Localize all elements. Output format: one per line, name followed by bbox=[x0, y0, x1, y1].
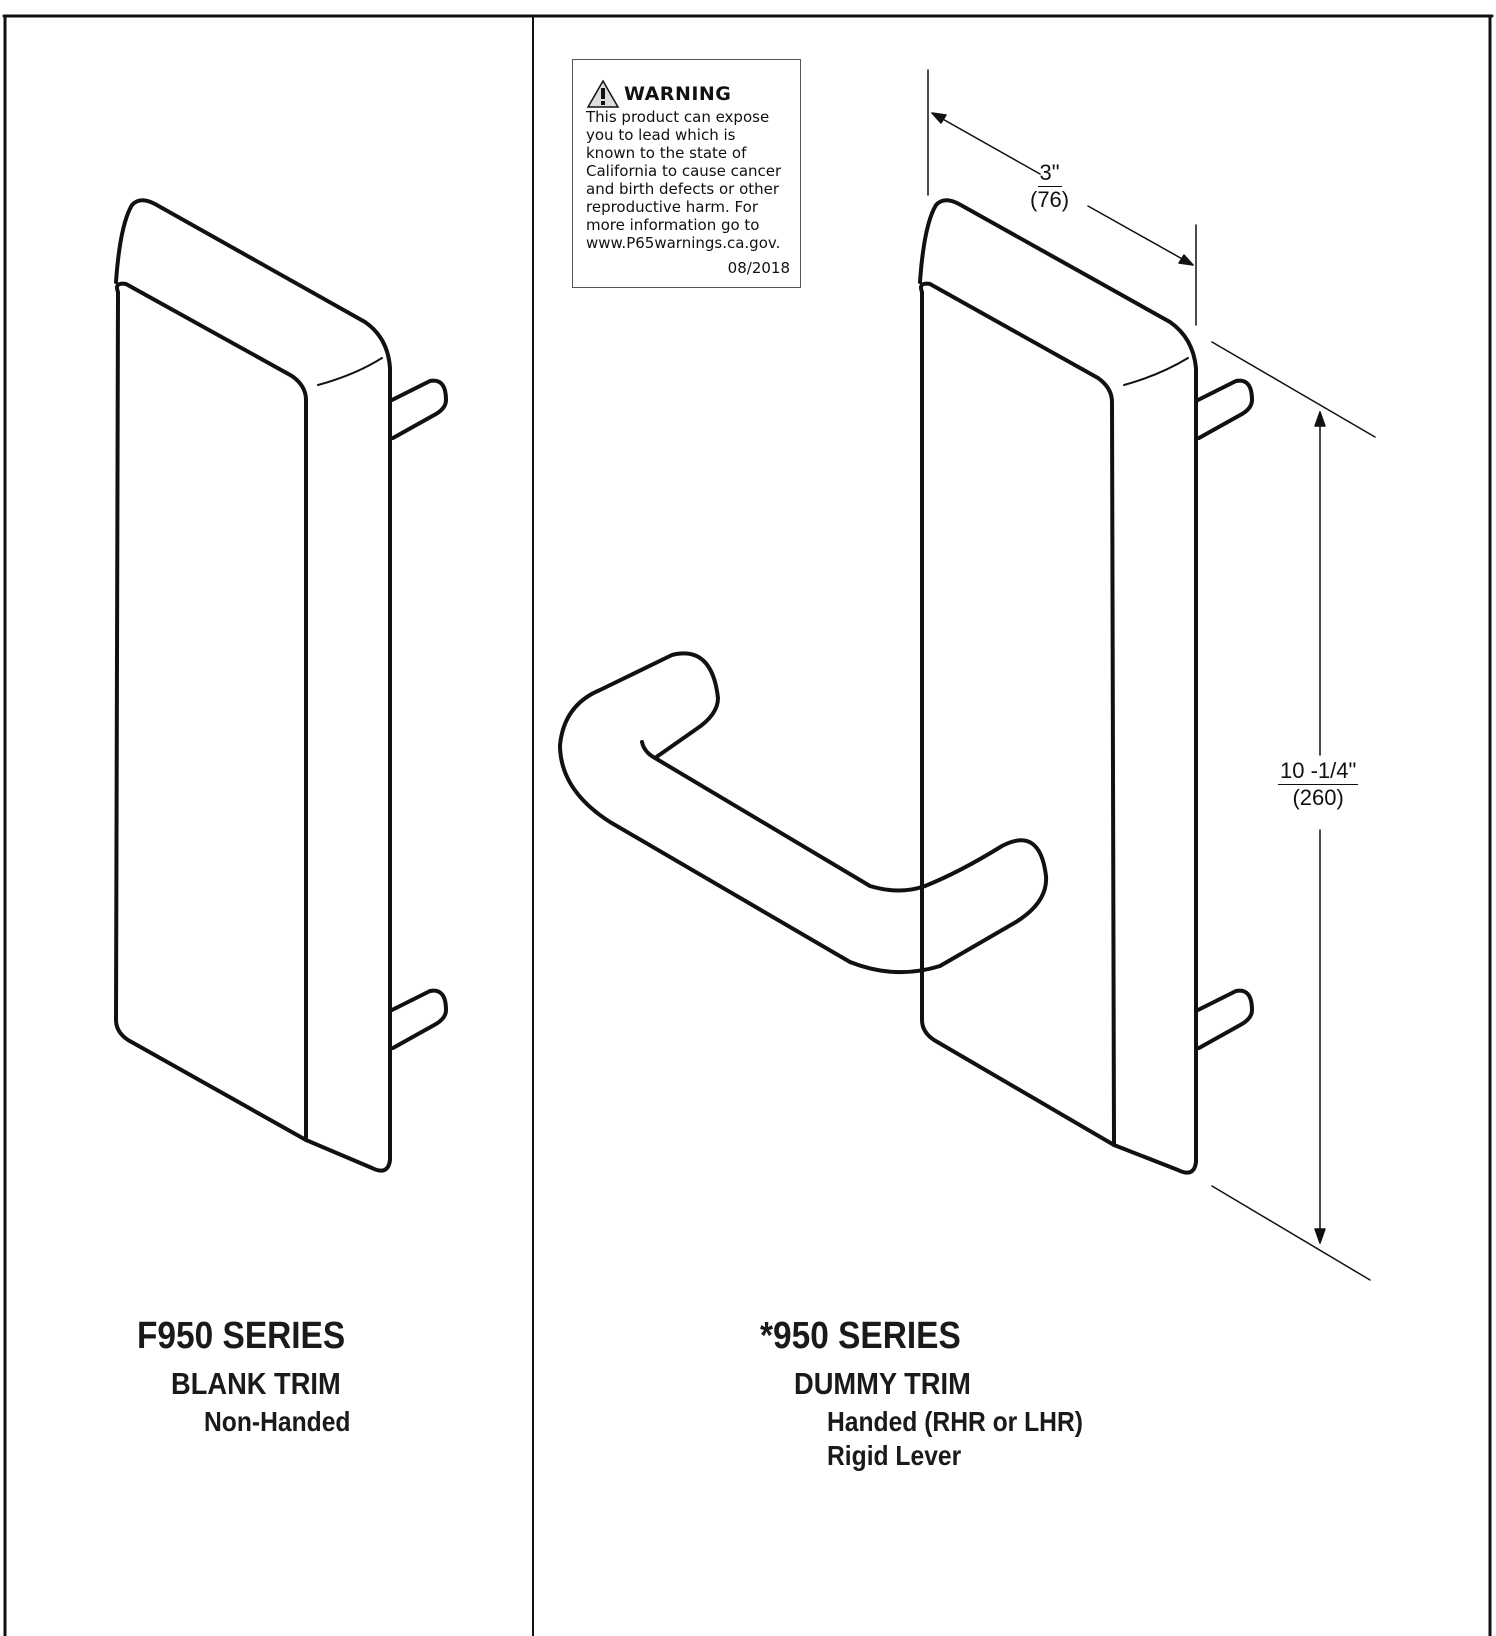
left-handing: Non-Handed bbox=[204, 1406, 351, 1437]
right-series-title: *950 SERIES bbox=[760, 1315, 961, 1357]
left-trim-type: BLANK TRIM bbox=[171, 1366, 341, 1401]
width-metric: (76) bbox=[1030, 187, 1070, 212]
drawing-frame bbox=[2, 14, 1494, 1636]
right-lever-type: Rigid Lever bbox=[827, 1440, 962, 1471]
dimension-lines bbox=[927, 69, 1376, 1281]
height-metric: (260) bbox=[1292, 785, 1344, 810]
width-dimension: 3" (76) bbox=[1030, 160, 1069, 213]
warning-triangle-icon bbox=[586, 79, 620, 108]
right-trim-type: DUMMY TRIM bbox=[794, 1366, 971, 1401]
width-imperial: 3" bbox=[1037, 160, 1062, 187]
height-imperial: 10 -1/4" bbox=[1278, 758, 1359, 785]
blank-trim-plate-drawing bbox=[114, 198, 448, 1173]
left-series-title: F950 SERIES bbox=[137, 1315, 346, 1357]
prop65-warning-label: WARNING This product can expose you to l… bbox=[572, 59, 801, 288]
warning-date: 08/2018 bbox=[727, 259, 790, 277]
height-dimension: 10 -1/4" (260) bbox=[1278, 758, 1359, 811]
warning-text: This product can expose you to lead whic… bbox=[586, 108, 782, 252]
right-handing: Handed (RHR or LHR) bbox=[827, 1406, 1083, 1437]
warning-title: WARNING bbox=[624, 83, 732, 105]
dummy-trim-plate-drawing bbox=[558, 198, 1254, 1175]
